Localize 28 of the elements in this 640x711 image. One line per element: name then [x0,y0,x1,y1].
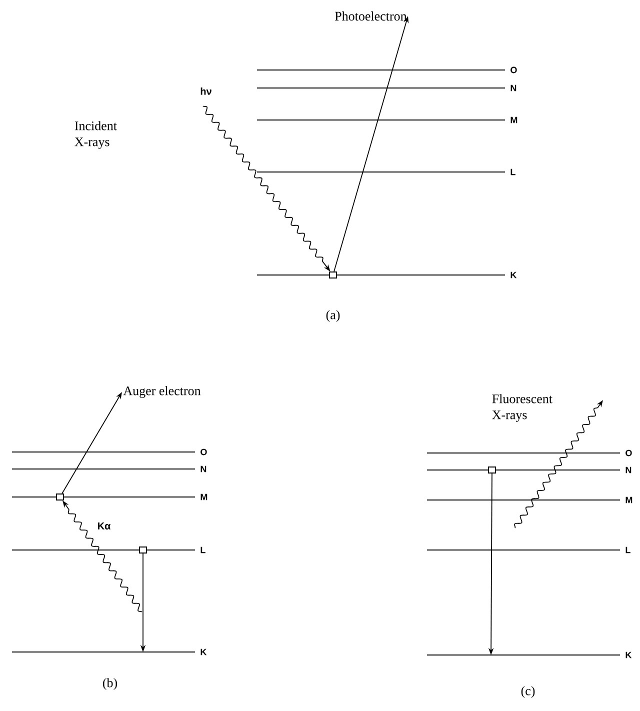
electron-vacancy [329,272,337,278]
level-label: N [510,84,516,92]
level-label: N [626,466,632,474]
level-label: K [510,272,517,278]
text-label: Fluorescent X-rays [492,394,552,422]
level-label: O [200,448,207,456]
electron-vacancy [139,546,147,554]
level-label: K [626,652,632,658]
level-label: M [510,116,518,124]
electron-vacancy [488,466,496,474]
electron-vacancy [56,494,64,500]
text-label: Incident X-rays [74,121,117,149]
level-label: O [626,450,632,456]
panel-label: (a) [326,310,340,322]
level-label: O [510,66,517,74]
level-label: L [510,168,516,176]
level-label: N [200,466,206,472]
level-label: L [626,546,630,554]
level-label: M [200,494,208,500]
panel-label: (b) [102,678,118,690]
level-label: M [626,496,632,504]
edge-label: Kα [98,522,111,530]
level-label: K [200,648,207,656]
text-label: Auger electron [123,386,201,398]
edge-label: hν [200,88,212,95]
text-label: Photoelectron [334,11,407,21]
panel-label: (c) [521,686,535,698]
level-label: L [200,546,206,554]
